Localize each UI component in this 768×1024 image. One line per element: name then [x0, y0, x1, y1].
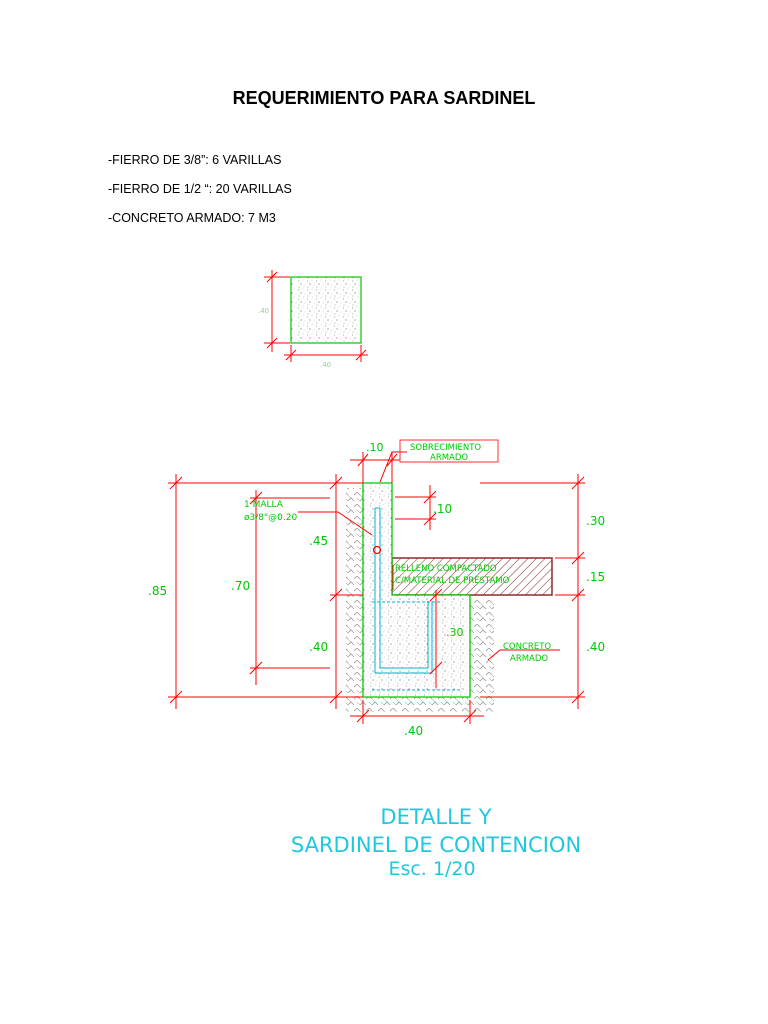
caption: DETALLE Y SARDINEL DE CONTENCION Esc. 1/…	[291, 805, 581, 880]
small-width-label: .40	[320, 361, 331, 369]
label-concreto-1: CONCRETO	[503, 642, 551, 652]
caption-line-3: Esc. 1/20	[388, 858, 475, 880]
requirement-concrete: -CONCRETO ARMADO: 7 M3	[108, 211, 276, 225]
rebar-circle	[372, 545, 382, 555]
label-relleno-2: C/MATERIAL DE PRESTAMO	[395, 576, 510, 586]
label-relleno-1: RELLENO COMPACTADO	[395, 564, 497, 574]
caption-line-1: DETALLE Y	[380, 805, 491, 829]
dim-85: .85	[148, 584, 167, 598]
dim-40-bottom: .40	[404, 724, 423, 738]
detail-drawing: .10 SOBRECIMIENTO ARMADO 1 MALLA ø3/8"@0…	[148, 439, 605, 738]
dim-40-right: .40	[586, 640, 605, 654]
label-malla-2: ø3/8"@0.20	[244, 513, 297, 523]
fill-material	[391, 557, 553, 596]
label-sobrecimiento-1: SOBRECIMIENTO	[410, 443, 481, 453]
dim-30-right: .30	[586, 514, 605, 528]
dim-top-width: .10	[366, 441, 384, 454]
label-sobrecimiento-2: ARMADO	[430, 453, 468, 463]
requirement-rebar-3-8: -FIERRO DE 3/8”: 6 VARILLAS	[108, 153, 282, 167]
requirement-rebar-1-2: -FIERRO DE 1/2 “: 20 VARILLAS	[108, 182, 292, 196]
rebar	[372, 507, 462, 691]
dim-30-inner: .30	[446, 626, 464, 639]
label-concreto-2: ARMADO	[510, 654, 548, 664]
page-title: REQUERIMIENTO PARA SARDINEL	[232, 88, 536, 108]
small-section-concrete	[290, 276, 362, 344]
small-section-dims	[264, 270, 368, 362]
dim-40-left: .40	[309, 640, 328, 654]
small-height-label: .40	[258, 307, 269, 315]
dim-45: .45	[309, 534, 328, 548]
label-malla-1: 1 MALLA	[244, 500, 284, 510]
small-section: .40 .40	[258, 270, 368, 369]
dim-15-right: .15	[586, 570, 605, 584]
dim-top-10: .10	[433, 502, 452, 516]
dim-70: .70	[231, 579, 250, 593]
dimension-lines	[168, 451, 585, 724]
caption-line-2: SARDINEL DE CONTENCION	[291, 833, 581, 857]
soil-hatch	[346, 488, 494, 712]
